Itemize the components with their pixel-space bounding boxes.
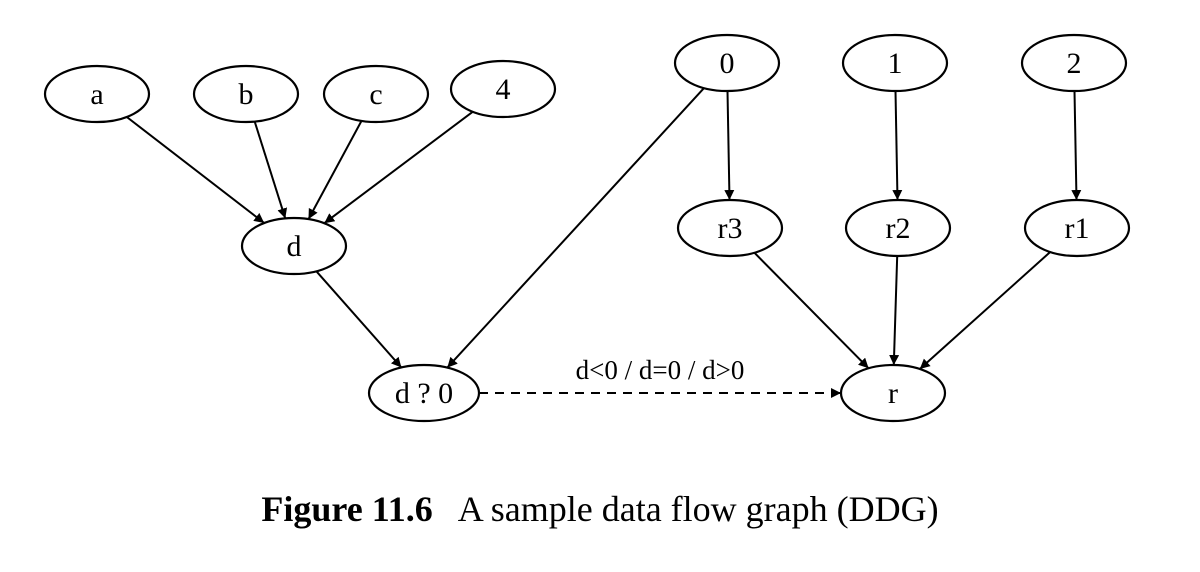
node-label: r2 bbox=[886, 212, 911, 245]
node-label: r3 bbox=[718, 212, 743, 245]
node-n0: 0 bbox=[673, 33, 781, 93]
node-label: 2 bbox=[1067, 47, 1082, 80]
node-b: b bbox=[192, 64, 300, 124]
edge-c-to-d bbox=[307, 120, 363, 220]
node-r: r bbox=[839, 363, 947, 423]
node-ellipse bbox=[367, 363, 481, 423]
node-ellipse bbox=[1020, 33, 1128, 93]
edge-r1-to-r bbox=[919, 251, 1051, 370]
node-ellipse bbox=[839, 363, 947, 423]
edge-n4-to-d bbox=[323, 111, 474, 224]
edge-label-dq0-to-r: d<0 / d=0 / d>0 bbox=[576, 355, 745, 385]
edge-b-to-d bbox=[253, 121, 288, 219]
node-n2: 2 bbox=[1020, 33, 1128, 93]
edge-a-to-d bbox=[126, 116, 265, 224]
node-n4: 4 bbox=[449, 59, 557, 119]
node-ellipse bbox=[43, 64, 151, 124]
edge-r2-to-r bbox=[889, 255, 900, 366]
node-ellipse bbox=[676, 198, 784, 258]
caption-spacer bbox=[433, 489, 458, 529]
node-label: 1 bbox=[888, 47, 903, 80]
node-ellipse bbox=[322, 64, 430, 124]
node-ellipse bbox=[673, 33, 781, 93]
nodes-layer: a b c 4 d d ? 0 0 1 2 r3 r2 r1 r bbox=[43, 33, 1131, 423]
node-label: 0 bbox=[720, 47, 735, 80]
node-label: b bbox=[239, 78, 254, 111]
edge-n2-to-r1 bbox=[1071, 90, 1082, 201]
node-ellipse bbox=[844, 198, 952, 258]
node-d: d bbox=[240, 216, 348, 276]
node-label: r1 bbox=[1065, 212, 1090, 245]
node-ellipse bbox=[192, 64, 300, 124]
node-ellipse bbox=[1023, 198, 1131, 258]
edge-d-to-dq0 bbox=[315, 270, 403, 369]
edge-n0-to-r3 bbox=[724, 90, 735, 201]
node-c: c bbox=[322, 64, 430, 124]
edge-r3-to-r bbox=[753, 251, 870, 370]
node-ellipse bbox=[449, 59, 557, 119]
node-r1: r1 bbox=[1023, 198, 1131, 258]
edge-n1-to-r2 bbox=[892, 90, 903, 201]
node-label: r bbox=[888, 377, 898, 410]
node-label: c bbox=[369, 78, 382, 111]
node-ellipse bbox=[240, 216, 348, 276]
node-a: a bbox=[43, 64, 151, 124]
edges-layer: d<0 / d=0 / d>0 bbox=[126, 87, 1082, 398]
edge-n0-to-dq0 bbox=[446, 87, 705, 369]
caption-number: Figure 11.6 bbox=[261, 489, 433, 529]
node-n1: 1 bbox=[841, 33, 949, 93]
node-label: 4 bbox=[496, 73, 511, 106]
node-r3: r3 bbox=[676, 198, 784, 258]
node-dq0: d ? 0 bbox=[367, 363, 481, 423]
node-label: d bbox=[287, 230, 302, 263]
data-flow-graph: d<0 / d=0 / d>0 a b c 4 d d ? 0 0 1 2 r3 r2 r1 r bbox=[43, 33, 1131, 423]
node-label: a bbox=[90, 78, 103, 111]
caption-text: A sample data flow graph (DDG) bbox=[457, 489, 939, 529]
node-label: d ? 0 bbox=[395, 377, 453, 410]
figure-caption: Figure 11.6 A sample data flow graph (DD… bbox=[0, 488, 1200, 530]
node-ellipse bbox=[841, 33, 949, 93]
node-r2: r2 bbox=[844, 198, 952, 258]
